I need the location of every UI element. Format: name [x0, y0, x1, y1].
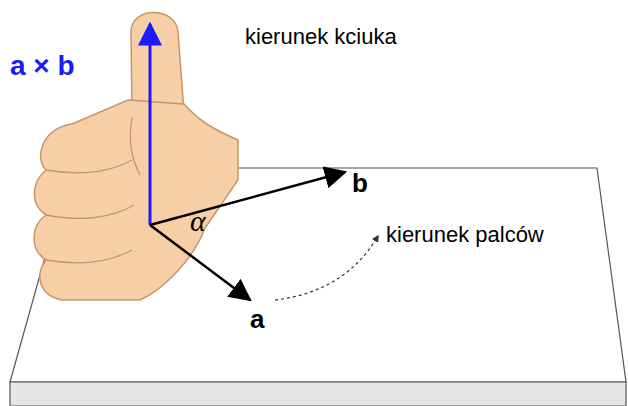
direction-label: kierunek palców — [386, 224, 544, 246]
vector-label: b — [352, 170, 368, 196]
plane-front — [10, 382, 626, 406]
direction-label: kierunek kciuka — [245, 26, 397, 48]
rotation-arc — [275, 236, 378, 300]
vector-a — [150, 225, 250, 300]
vector-label: a — [250, 306, 264, 332]
vector-b — [150, 172, 345, 225]
vector-label: a × b — [10, 52, 75, 80]
vector-cross — [149, 24, 152, 225]
angle-label: α — [190, 206, 206, 236]
